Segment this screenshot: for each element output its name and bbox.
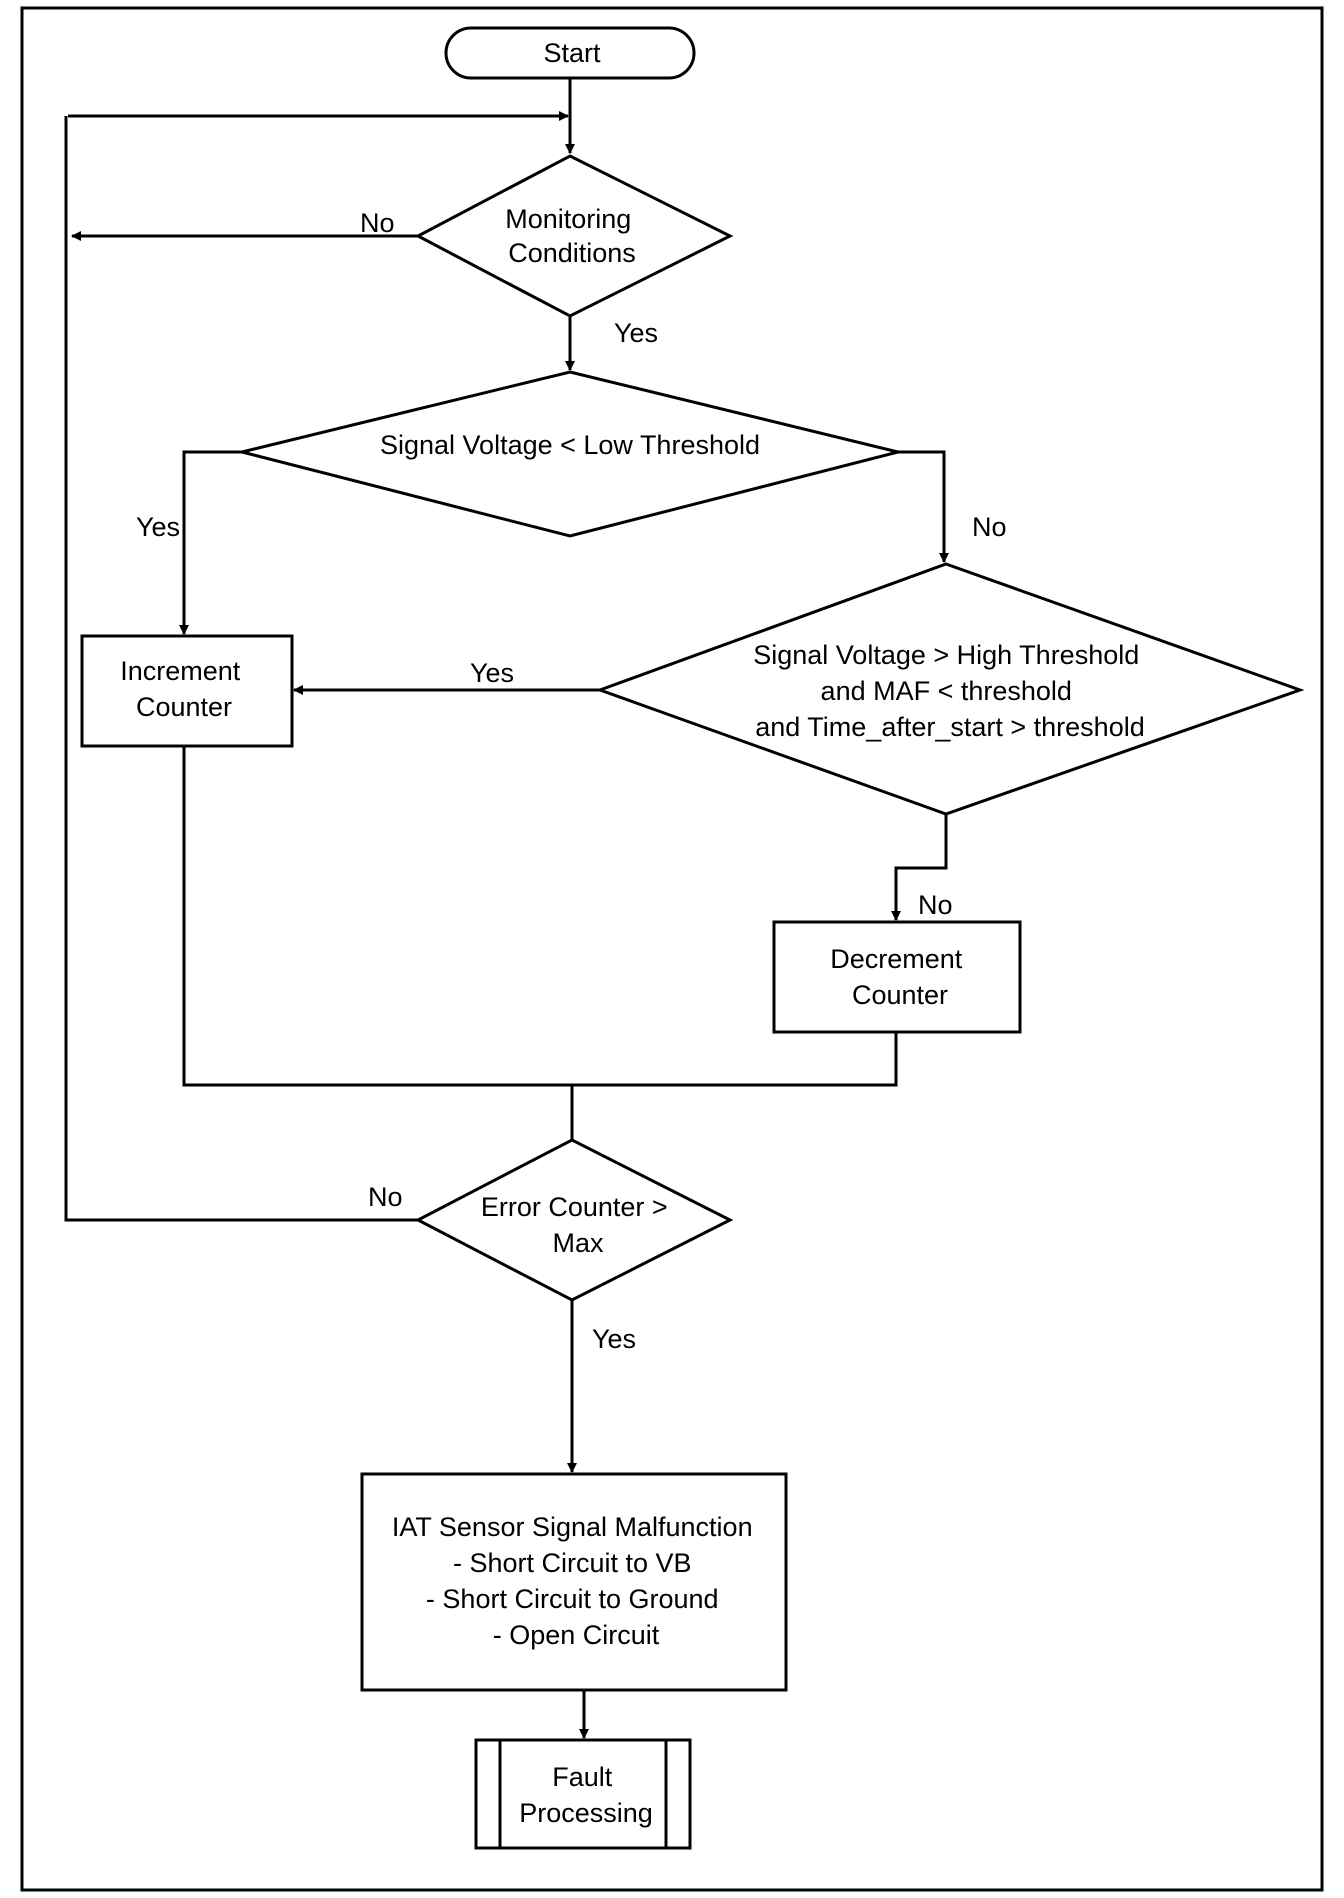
malfunction-box xyxy=(360,1472,788,1692)
decrement-label: Decrement Counter xyxy=(830,944,970,1010)
edge-low-yes xyxy=(179,450,242,635)
edge-high-no xyxy=(891,814,948,921)
edge-label-low-yes: Yes xyxy=(136,512,180,542)
edge-label-error-yes: Yes xyxy=(592,1324,636,1354)
monitoring-decision xyxy=(414,154,734,318)
error-counter-label: Error Counter > Max xyxy=(481,1192,675,1258)
fault-processing-box xyxy=(474,1738,692,1850)
low-threshold-label: Signal Voltage < Low Threshold xyxy=(380,430,760,460)
edge-decrement-merge xyxy=(572,1032,898,1087)
edge-increment-merge xyxy=(182,746,572,1087)
edge-label-monitoring-no: No xyxy=(360,208,395,238)
malfunction-label: IAT Sensor Signal Malfunction - Short Ci… xyxy=(392,1512,760,1650)
edge-label-low-no: No xyxy=(972,512,1007,542)
decrement-counter-box xyxy=(772,920,1022,1034)
start-node xyxy=(444,26,696,80)
increment-counter-box xyxy=(80,634,294,748)
error-counter-decision xyxy=(414,1138,734,1302)
high-threshold-decision xyxy=(595,562,1305,816)
edge-label-monitoring-yes: Yes xyxy=(614,318,658,348)
edge-error-no xyxy=(64,116,418,1222)
fault-processing-label: Fault Processing xyxy=(519,1762,653,1828)
monitoring-label: Monitoring Conditions xyxy=(505,204,639,268)
edge-label-high-yes: Yes xyxy=(470,658,514,688)
edge-label-error-no: No xyxy=(368,1182,403,1212)
increment-label: Increment Counter xyxy=(120,656,248,722)
edge-low-no xyxy=(898,450,949,563)
low-threshold-decision xyxy=(241,370,899,538)
page-border xyxy=(20,6,1324,1892)
edge-label-high-no: No xyxy=(918,890,953,920)
start-label: Start xyxy=(543,38,601,68)
high-threshold-label: Signal Voltage > High Threshold and MAF … xyxy=(753,640,1147,742)
